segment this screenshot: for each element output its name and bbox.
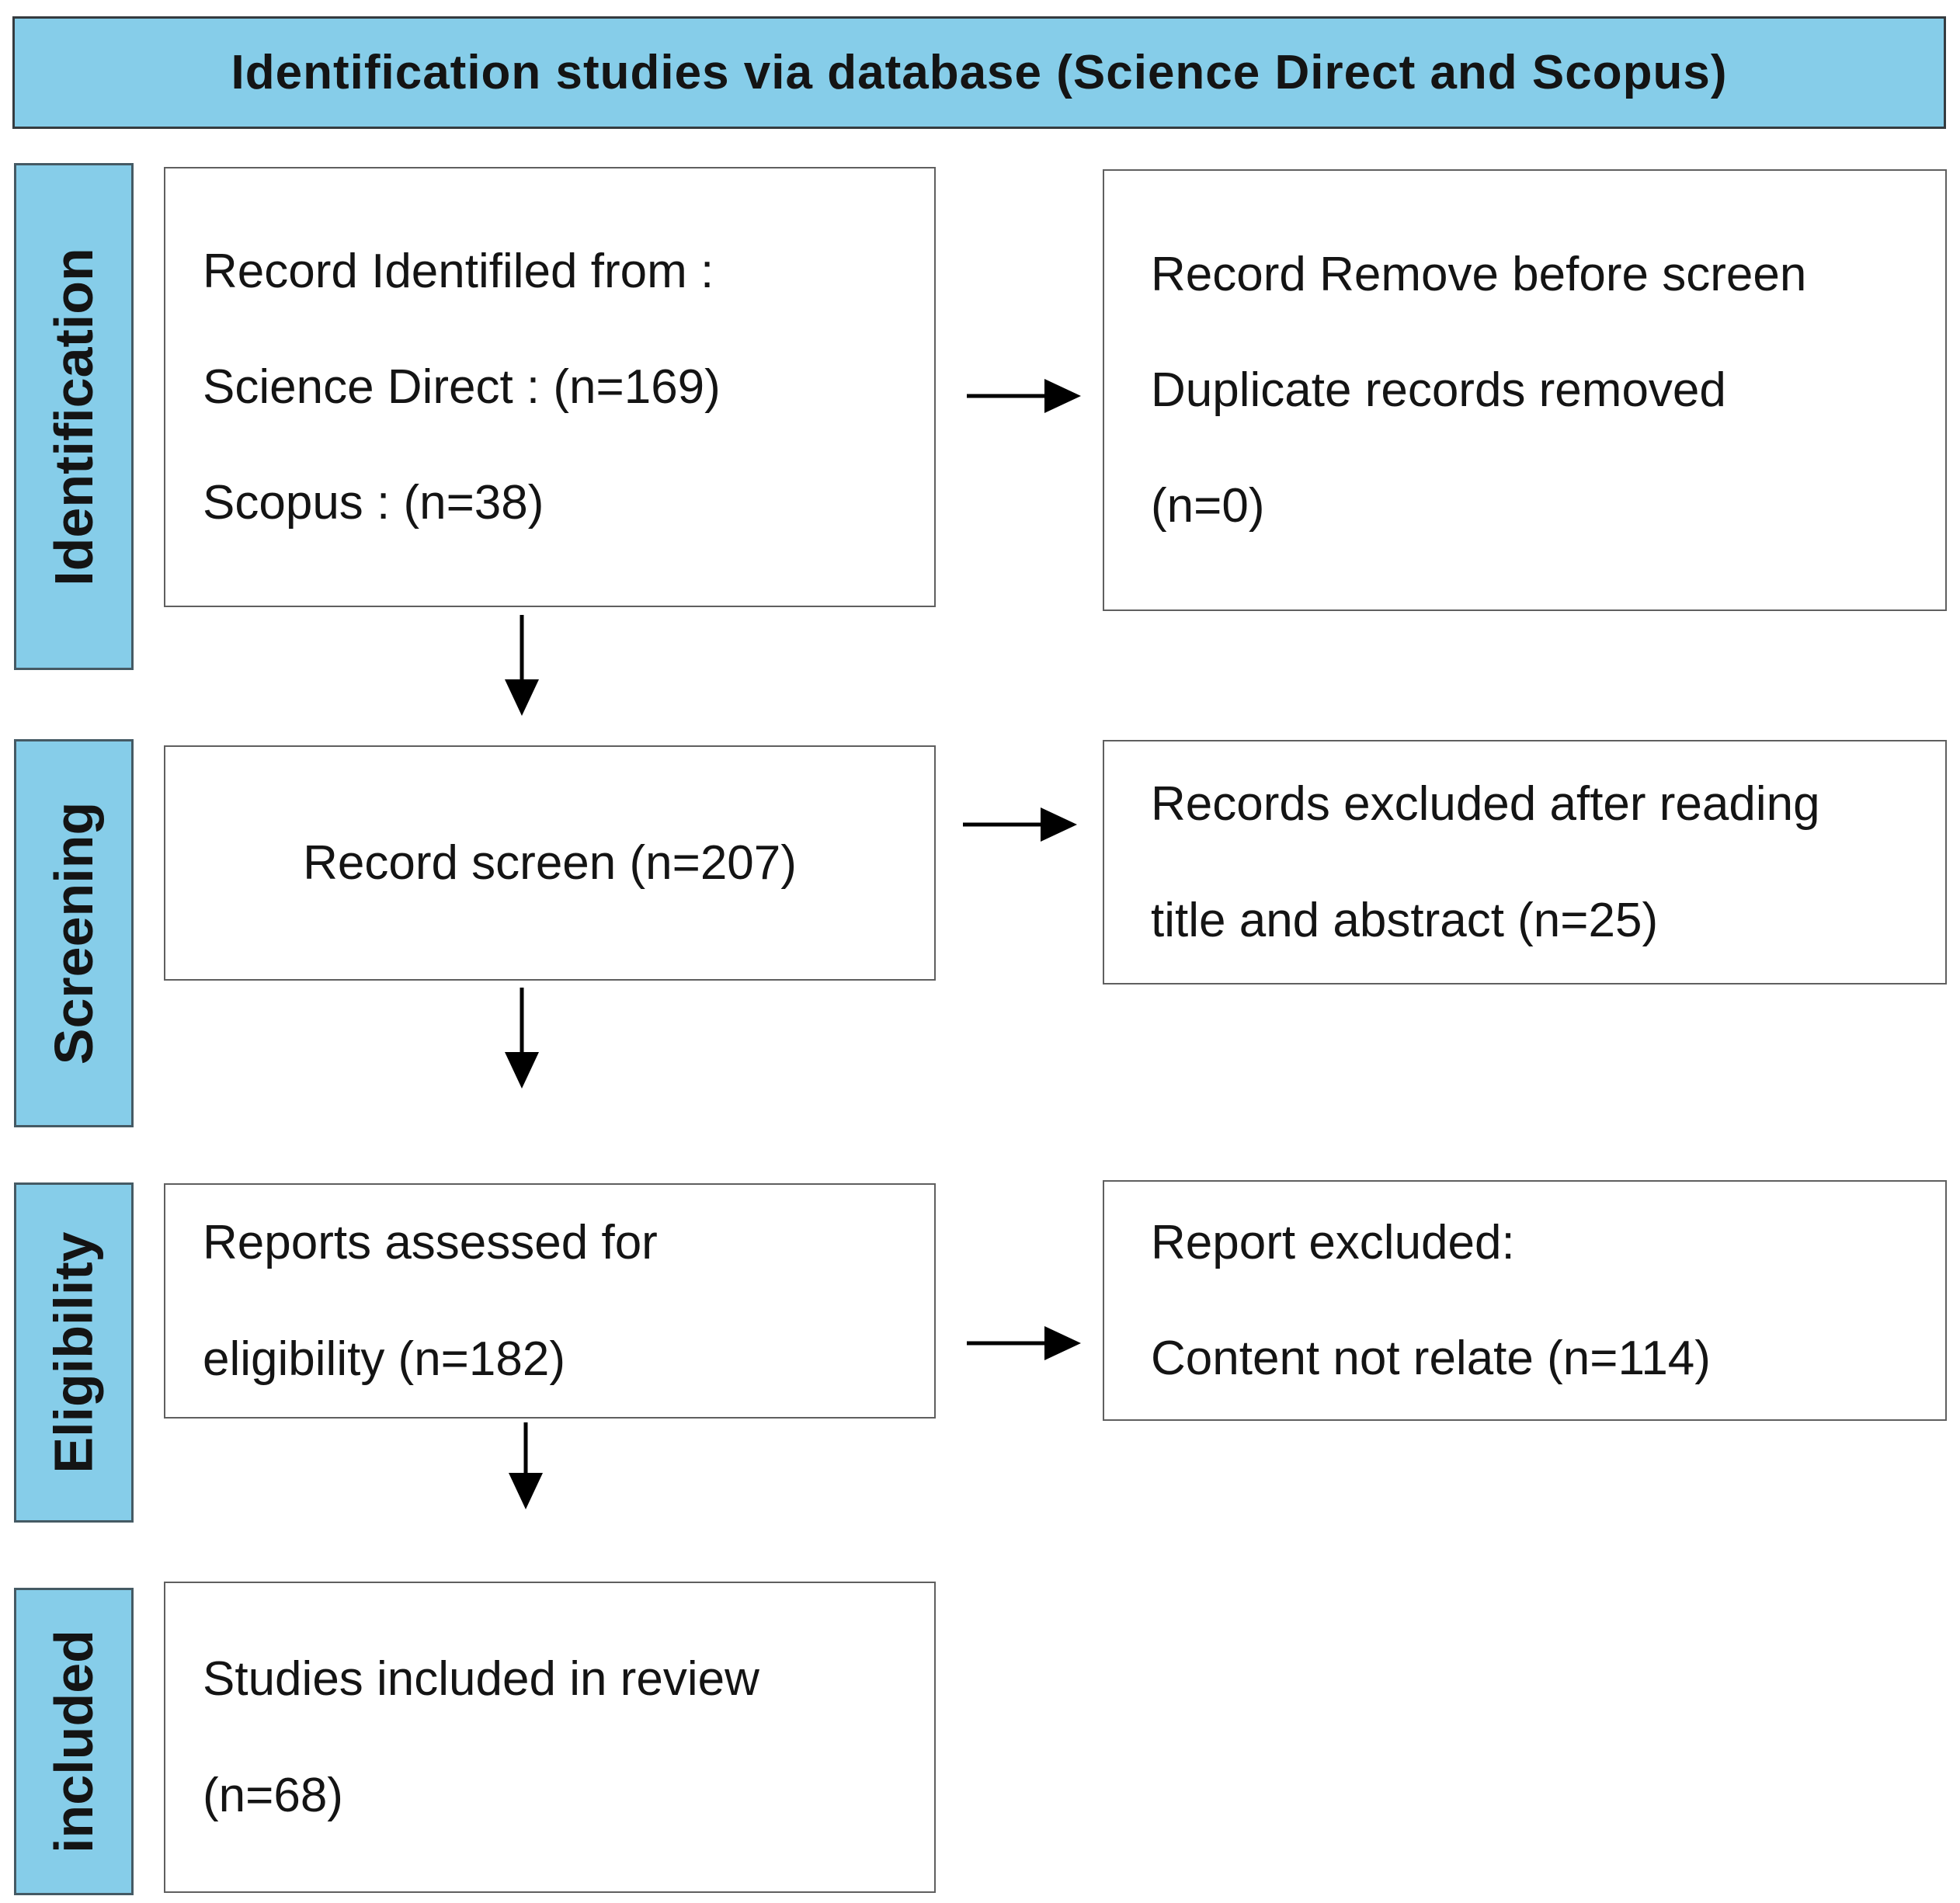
header-banner: Identification studies via database (Sci… bbox=[12, 16, 1946, 129]
stage-label-identification-text: Identification bbox=[43, 247, 104, 586]
records-identified-line: Record Identifiled from : bbox=[203, 244, 714, 298]
stage-label-included-text: included bbox=[43, 1630, 105, 1853]
reports-assessed-count: eligibility (n=182) bbox=[203, 1332, 565, 1386]
arrow-assessed-to-included-icon bbox=[509, 1422, 543, 1509]
studies-included-count: (n=68) bbox=[203, 1768, 343, 1822]
arrow-assessed-to-excluded-icon bbox=[967, 1326, 1081, 1360]
records-excluded-reading-count: title and abstract (n=25) bbox=[1151, 893, 1659, 947]
records-removed-line: Record Remove before screen bbox=[1151, 247, 1807, 301]
stage-label-screening: Screening bbox=[14, 739, 134, 1127]
arrow-screened-to-excluded-icon bbox=[963, 807, 1077, 842]
box-studies-included: Studies included in review (n=68) bbox=[164, 1582, 936, 1893]
box-reports-excluded: Report excluded: Content not relate (n=1… bbox=[1103, 1180, 1947, 1421]
box-records-identified: Record Identifiled from : Science Direct… bbox=[164, 167, 936, 607]
box-records-excluded-reading: Records excluded after reading title and… bbox=[1103, 740, 1947, 984]
stage-label-screening-text: Screening bbox=[43, 801, 105, 1065]
arrow-screened-to-assessed-icon bbox=[505, 988, 539, 1089]
records-removed-count: (n=0) bbox=[1151, 479, 1265, 533]
records-identified-science-direct-count: Science Direct : (n=169) bbox=[203, 359, 721, 414]
records-removed-duplicates-line: Duplicate records removed bbox=[1151, 363, 1726, 417]
box-reports-assessed: Reports assessed for eligibility (n=182) bbox=[164, 1183, 936, 1419]
box-records-screened: Record screen (n=207) bbox=[164, 745, 936, 981]
stage-label-eligibility-text: Eligibility bbox=[43, 1231, 105, 1474]
records-screened-line: Record screen (n=207) bbox=[303, 835, 797, 890]
reports-assessed-line: Reports assessed for bbox=[203, 1216, 658, 1270]
reports-excluded-line: Report excluded: bbox=[1151, 1215, 1515, 1269]
arrow-identified-to-removed-icon bbox=[967, 379, 1081, 413]
reports-excluded-count: Content not relate (n=114) bbox=[1151, 1332, 1711, 1385]
diagram-title: Identification studies via database (Sci… bbox=[231, 46, 1728, 99]
studies-included-line: Studies included in review bbox=[203, 1652, 759, 1707]
arrow-identified-to-screened-icon bbox=[505, 615, 539, 716]
stage-label-identification: Identification bbox=[14, 163, 134, 670]
records-identified-scopus-count: Scopus : (n=38) bbox=[203, 476, 544, 530]
box-records-removed: Record Remove before screen Duplicate re… bbox=[1103, 169, 1947, 611]
stage-label-included: included bbox=[14, 1588, 134, 1895]
stage-label-eligibility: Eligibility bbox=[14, 1182, 134, 1523]
records-excluded-reading-line: Records excluded after reading bbox=[1151, 777, 1820, 832]
